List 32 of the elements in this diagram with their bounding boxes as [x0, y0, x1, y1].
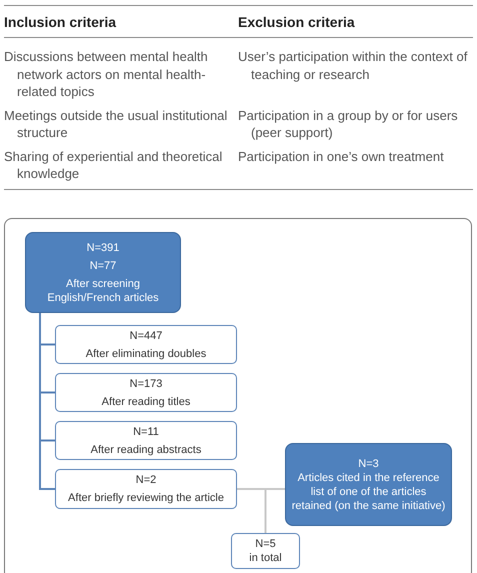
table-cell-text: User’s participation within the context of teaching or research [238, 48, 468, 84]
column-header: Inclusion criteria [4, 6, 238, 38]
box-text: in total [248, 551, 283, 565]
connector-line [39, 313, 55, 490]
column-header: Exclusion criteria [238, 6, 473, 38]
process-box [55, 373, 237, 412]
process-box [55, 421, 237, 460]
box-text: After reading abstracts [90, 442, 202, 456]
process-box [55, 469, 237, 509]
box-text: Articles cited in the reference list of one of the articles retained (on the same initiative) [290, 470, 446, 512]
process-box [231, 533, 300, 569]
box-text: N=77 [88, 258, 118, 272]
box-text: N=11 [132, 424, 160, 438]
box-text: After reading titles [100, 394, 192, 408]
box-text: After eliminating doubles [84, 346, 208, 360]
table-cell-text: Participation in one’s own treatment [238, 148, 445, 166]
connector-line [264, 488, 285, 533]
box-text: N=391 [86, 240, 120, 254]
box-text: N=3 [357, 456, 380, 470]
box-text: After screening English/French articles [46, 276, 160, 304]
box-text: N=2 [134, 473, 158, 487]
table-cell-text: Sharing of experiential and theoretical knowledge [4, 148, 224, 183]
table-cell-text: Meetings outside the usual institutional structure [4, 106, 228, 142]
box-text: After briefly reviewing the article [67, 491, 225, 505]
table-cell-text: Participation in a group by or for users (peer support) [238, 106, 459, 142]
table-cell-text: Discussions between mental health network actors on mental health-related topics [4, 48, 209, 101]
process-box [285, 443, 452, 526]
process-box [55, 325, 237, 364]
process-box [25, 232, 181, 313]
box-text: N=447 [128, 328, 164, 342]
box-text: N=5 [254, 537, 277, 551]
box-text: N=173 [128, 376, 164, 390]
